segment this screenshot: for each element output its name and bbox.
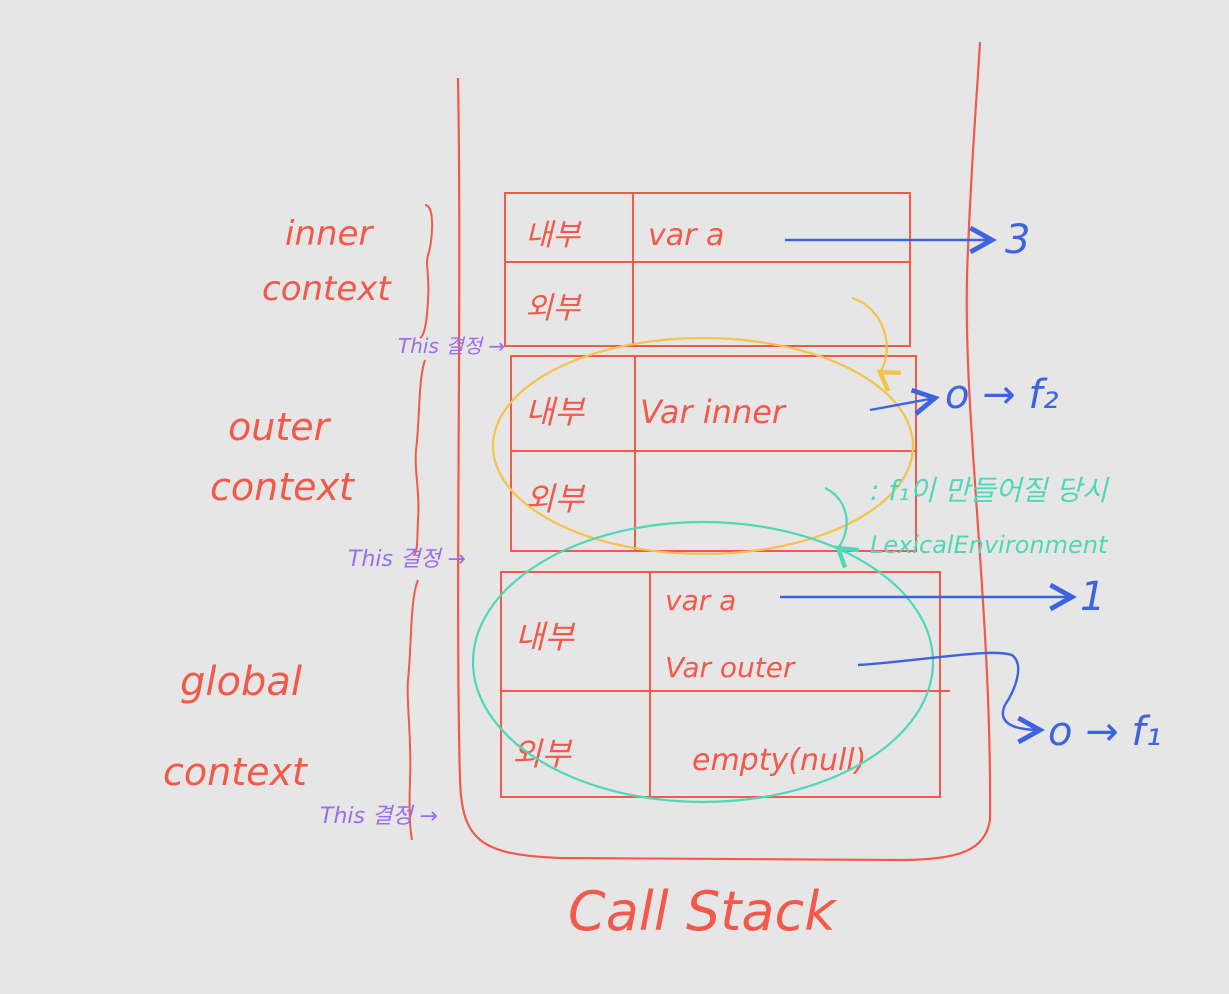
outer-row2-key: 외부 [525, 480, 585, 518]
call-stack-label: Call Stack [568, 880, 838, 943]
inner-row2-key: 외부 [525, 291, 582, 326]
outer-row1-value: Var inner [640, 393, 787, 431]
inner-brace [419, 204, 434, 339]
inner-to-outer-arrow [851, 296, 901, 392]
outer-inner-arrow [869, 398, 935, 410]
inner-fn-pointer: o → f₂ [945, 372, 1059, 418]
global-row1-value-line2: Var outer [665, 651, 796, 684]
inner-context-table [504, 192, 911, 347]
inner-context-label-line2: context [262, 269, 392, 309]
outer-context-label-line1: outer [228, 405, 332, 449]
outer-context-table [510, 355, 917, 552]
outer-fn-pointer: o → f₁ [1048, 709, 1162, 755]
global-outer-arrow [857, 651, 1040, 730]
inner-row1-value: var a [648, 218, 724, 253]
outer-row1-key: 내부 [525, 393, 585, 431]
inner-row1-key: 내부 [525, 218, 582, 253]
global-a-value: 1 [1080, 574, 1105, 620]
annotation-line2: LexicalEnvironment [870, 531, 1109, 559]
global-context-label-line2: context [163, 750, 309, 794]
global-scope-ellipse [471, 520, 935, 804]
global-row2-key: 외부 [512, 735, 572, 773]
global-brace [406, 579, 419, 841]
global-row1-value-line1: var a [665, 584, 736, 617]
global-this-label: This 결정 → [320, 804, 438, 829]
inner-context-label-line1: inner [285, 214, 374, 254]
global-row2-value: empty(null) [692, 743, 866, 778]
global-context-table [500, 571, 950, 798]
outer-brace [413, 359, 426, 556]
inner-a-value: 3 [1005, 217, 1030, 263]
outer-to-global-arrow [824, 487, 859, 569]
annotation-line1: : f₁이 만들어질 당시 [870, 474, 1110, 507]
global-context-label-line1: global [180, 659, 302, 705]
outer-scope-ellipse [491, 336, 915, 556]
outer-context-label-line2: context [210, 465, 356, 509]
inner-this-label: This 결정 → [398, 334, 505, 358]
global-row1-key: 내부 [515, 618, 575, 656]
outer-this-label: This 결정 → [348, 547, 466, 572]
call-stack-outline [456, 41, 992, 862]
